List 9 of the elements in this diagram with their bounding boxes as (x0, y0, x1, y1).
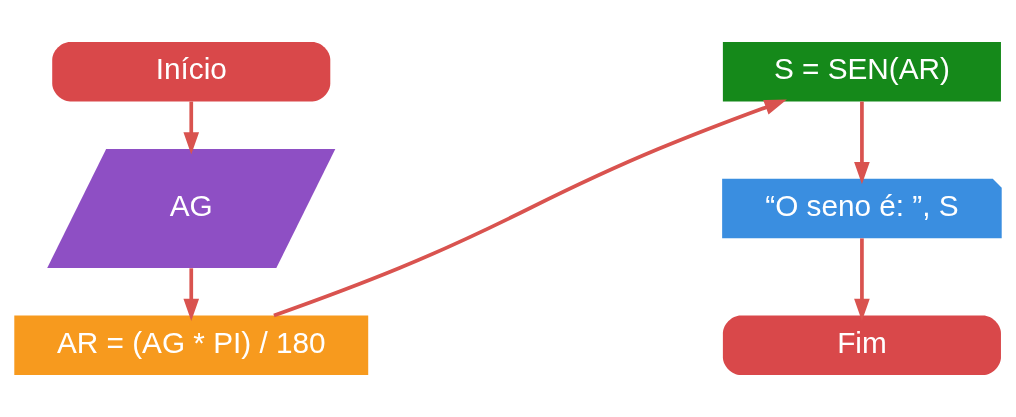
node-box: S = SEN(AR) (722, 41, 1001, 102)
arrow (854, 101, 870, 185)
arrow (183, 268, 200, 322)
arrow (273, 99, 787, 318)
arrow (183, 101, 200, 155)
node-box: AR = (AG * PI) / 180 (14, 315, 369, 376)
arrow (854, 238, 870, 322)
node-box: Fim (722, 315, 1001, 376)
node-box: Início (52, 41, 331, 102)
